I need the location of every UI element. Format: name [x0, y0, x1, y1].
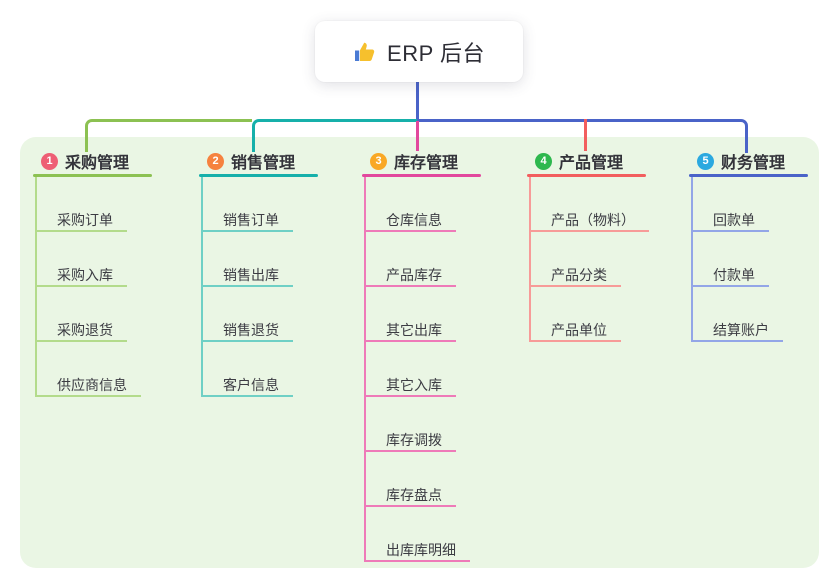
- mindmap-leaf-node[interactable]: 结算账户: [693, 287, 783, 342]
- branches-panel: [20, 137, 819, 568]
- children-list: 销售订单销售出库销售退货客户信息: [201, 177, 293, 397]
- mindmap-leaf-node[interactable]: 仓库信息: [366, 177, 456, 232]
- topic-label: 采购管理: [65, 155, 130, 172]
- mindmap-leaf-node[interactable]: 库存调拨: [366, 397, 456, 452]
- mindmap-leaf-node[interactable]: 产品（物料）: [531, 177, 649, 232]
- topic-label: 财务管理: [721, 155, 786, 172]
- link-branch-4-drop: [584, 119, 587, 151]
- children-list: 产品（物料）产品分类产品单位: [529, 177, 649, 342]
- topic-node[interactable]: 2 销售管理: [199, 150, 318, 172]
- mindmap-leaf-node[interactable]: 采购订单: [37, 177, 127, 232]
- topic-label: 产品管理: [559, 155, 624, 172]
- mindmap-leaf-node[interactable]: 产品单位: [531, 287, 621, 342]
- mindmap-branch-1: 1 采购管理 采购订单采购入库采购退货供应商信息: [33, 150, 152, 397]
- topic-node[interactable]: 4 产品管理: [527, 150, 646, 172]
- branch-number-badge: 3: [370, 152, 387, 170]
- topic-underline: [199, 174, 318, 177]
- link-branch-3-drop: [416, 121, 419, 151]
- topic-underline: [689, 174, 808, 177]
- mindmap-leaf-node[interactable]: 产品分类: [531, 232, 621, 287]
- children-list: 采购订单采购入库采购退货供应商信息: [35, 177, 141, 397]
- mindmap-leaf-node[interactable]: 销售出库: [203, 232, 293, 287]
- topic-underline: [527, 174, 646, 177]
- link-branch-2-elbow: [252, 119, 417, 152]
- branch-number-badge: 2: [207, 152, 224, 170]
- branch-number-badge: 1: [41, 152, 58, 170]
- mindmap-leaf-node[interactable]: 销售退货: [203, 287, 293, 342]
- mindmap-leaf-node[interactable]: 客户信息: [203, 342, 293, 397]
- mindmap-branch-4: 4 产品管理 产品（物料）产品分类产品单位: [527, 150, 649, 342]
- topic-node[interactable]: 1 采购管理: [33, 150, 152, 172]
- children-list: 回款单付款单结算账户: [691, 177, 783, 342]
- branch-number-badge: 4: [535, 152, 552, 170]
- mindmap-leaf-node[interactable]: 库存盘点: [366, 452, 456, 507]
- link-root-vertical: [416, 82, 419, 121]
- link-branch-1-elbow: [85, 119, 252, 152]
- mindmap-branch-3: 3 库存管理 仓库信息产品库存其它出库其它入库库存调拨库存盘点出库库明细: [362, 150, 481, 562]
- mindmap-leaf-node[interactable]: 采购退货: [37, 287, 127, 342]
- topic-node[interactable]: 5 财务管理: [689, 150, 808, 172]
- mindmap-leaf-node[interactable]: 销售订单: [203, 177, 293, 232]
- mindmap-leaf-node[interactable]: 其它出库: [366, 287, 456, 342]
- thumbs-up-icon: [355, 42, 375, 61]
- mindmap-leaf-node[interactable]: 产品库存: [366, 232, 456, 287]
- topic-underline: [362, 174, 481, 177]
- mindmap-leaf-node[interactable]: 供应商信息: [37, 342, 141, 397]
- topic-node[interactable]: 3 库存管理: [362, 150, 481, 172]
- mindmap-leaf-node[interactable]: 回款单: [693, 177, 769, 232]
- mindmap-leaf-node[interactable]: 出库库明细: [366, 507, 470, 562]
- children-list: 仓库信息产品库存其它出库其它入库库存调拨库存盘点出库库明细: [364, 177, 470, 562]
- mindmap-leaf-node[interactable]: 付款单: [693, 232, 769, 287]
- branch-number-badge: 5: [697, 152, 714, 170]
- mindmap-branch-2: 2 销售管理 销售订单销售出库销售退货客户信息: [199, 150, 318, 397]
- link-branch-5-elbow: [417, 119, 748, 153]
- topic-underline: [33, 174, 152, 177]
- root-node[interactable]: ERP 后台: [315, 21, 523, 82]
- topic-label: 销售管理: [231, 155, 296, 172]
- mindmap-branch-5: 5 财务管理 回款单付款单结算账户: [689, 150, 808, 342]
- mindmap-leaf-node[interactable]: 采购入库: [37, 232, 127, 287]
- root-label: ERP 后台: [387, 40, 485, 66]
- mindmap-leaf-node[interactable]: 其它入库: [366, 342, 456, 397]
- topic-label: 库存管理: [394, 155, 459, 172]
